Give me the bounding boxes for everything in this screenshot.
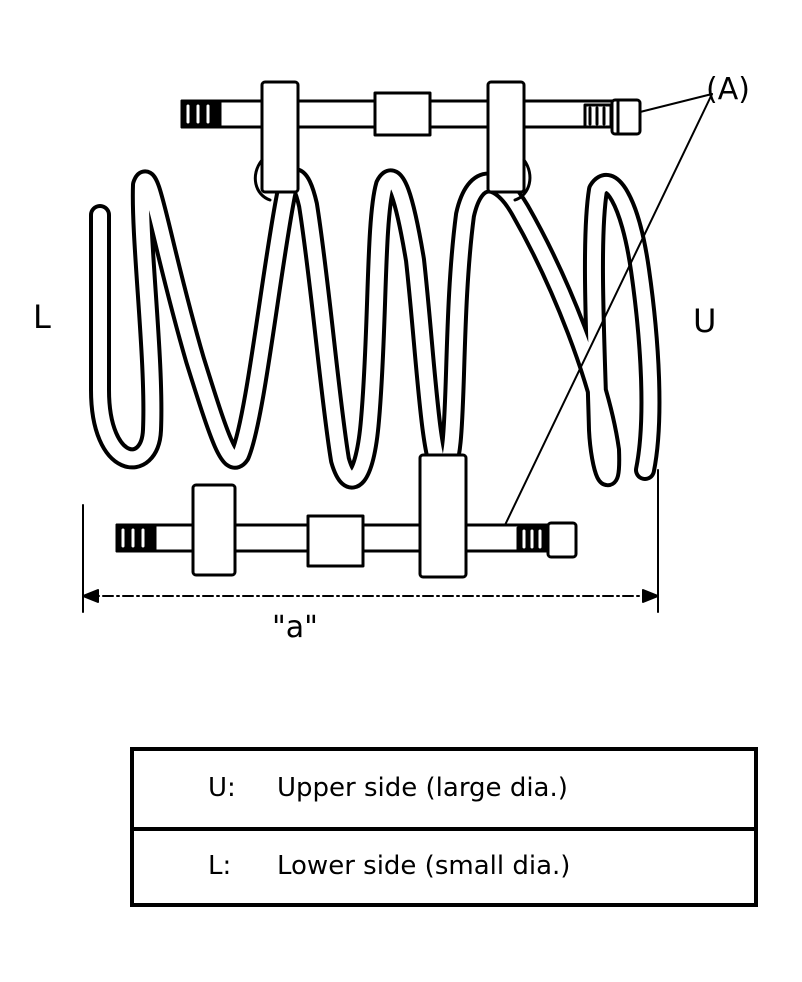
legend-row-lower: L: Lower side (small dia.) [134,829,754,905]
upper-side-marker: U [693,302,717,340]
lower-nut [306,514,365,568]
upper-left-clamp [260,80,300,194]
callout-a-label: (A) [706,72,750,107]
dimension-a [82,469,659,613]
coil-inner [93,171,658,486]
coil-spring [89,167,662,490]
dim-arrow-left [82,589,99,603]
legend-table: U: Upper side (large dia.) L: Lower side… [130,747,758,907]
upper-bolt-head [610,98,642,136]
dim-arrow-right [642,589,659,603]
callout-leaders [504,93,713,526]
legend-row-upper: U: Upper side (large dia.) [134,751,754,831]
legend-key: U: [208,773,236,803]
dimension-a-label: "a" [272,610,318,645]
upper-right-hook [513,158,532,202]
upper-left-hook [253,158,272,202]
legend-key: L: [208,851,232,881]
lower-right-clamp [418,453,468,579]
upper-right-clamp [486,80,526,194]
coil-spring-compressor-diagram [82,80,713,613]
upper-compressor [180,80,642,202]
legend-description: Lower side (small dia.) [277,851,571,881]
lower-left-clamp [191,483,237,577]
lower-side-marker: L [33,298,51,336]
legend-description: Upper side (large dia.) [277,773,568,803]
lower-bolt-head [546,521,578,559]
lower-compressor [115,453,578,579]
upper-nut [373,91,432,137]
